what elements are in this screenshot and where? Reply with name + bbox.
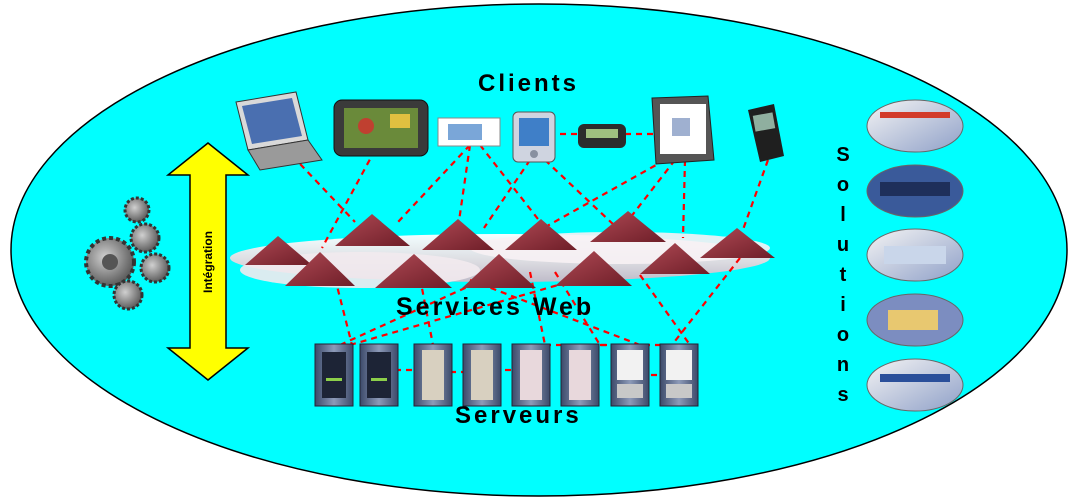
client-devices [235,91,784,171]
webpad-icon [651,95,715,165]
solutions-letter: i [840,294,846,316]
web-service-triangle-icon [462,254,536,288]
pda-icon [512,111,556,163]
solutions-letter: t [839,264,847,286]
server-rack-icon [359,343,399,407]
pager-icon [578,124,626,148]
solution-screenshot-icon [866,228,964,282]
web-service-triangle-icon [590,211,666,242]
tablet-pc-icon [333,99,429,157]
server-rack-icon [511,343,551,407]
mobile-phone-icon [748,104,784,162]
solutions-letter: u [836,234,850,256]
solution-screenshot-icon [866,293,964,347]
solution-screenshot-icon [866,99,964,153]
server-rack-icon [610,343,650,407]
solution-screenshot-icon [866,164,964,218]
solutions-letter: S [836,144,850,166]
web-service-triangles [245,211,775,288]
server-rack-icon [314,343,354,407]
server-rack-icon [560,343,600,407]
web-service-triangle-icon [335,214,410,246]
solutions-letter: o [836,324,850,346]
solution-thumbnails [866,99,964,412]
web-service-triangle-icon [505,219,577,250]
integration-arrow [165,142,251,381]
laptop-icon [235,91,323,171]
solution-screenshot-icon [866,358,964,412]
servers [314,343,699,407]
solutions-letter: l [840,204,846,226]
gears-icon [84,196,171,311]
web-service-triangle-icon [640,243,710,274]
services-web-label: Services Web [396,293,595,321]
web-service-triangle-icon [245,236,312,265]
serveurs-label: Serveurs [455,402,582,429]
server-rack-icon [413,343,453,407]
web-service-triangle-icon [375,254,452,288]
web-service-triangle-icon [700,228,775,258]
web-service-triangle-icon [555,251,632,286]
web-service-triangle-icon [285,252,355,286]
smart-card-icon [437,117,501,147]
solutions-letter: s [837,384,849,406]
solutions-letter: n [836,354,850,376]
web-service-triangle-icon [422,219,494,250]
clients-label: Clients [478,70,580,97]
solutions-letter: o [836,174,850,196]
integration-label: Intégration [201,231,215,293]
solutions-label: S o l u t i o n s [830,140,856,410]
server-rack-icon [659,343,699,407]
server-rack-icon [462,343,502,407]
